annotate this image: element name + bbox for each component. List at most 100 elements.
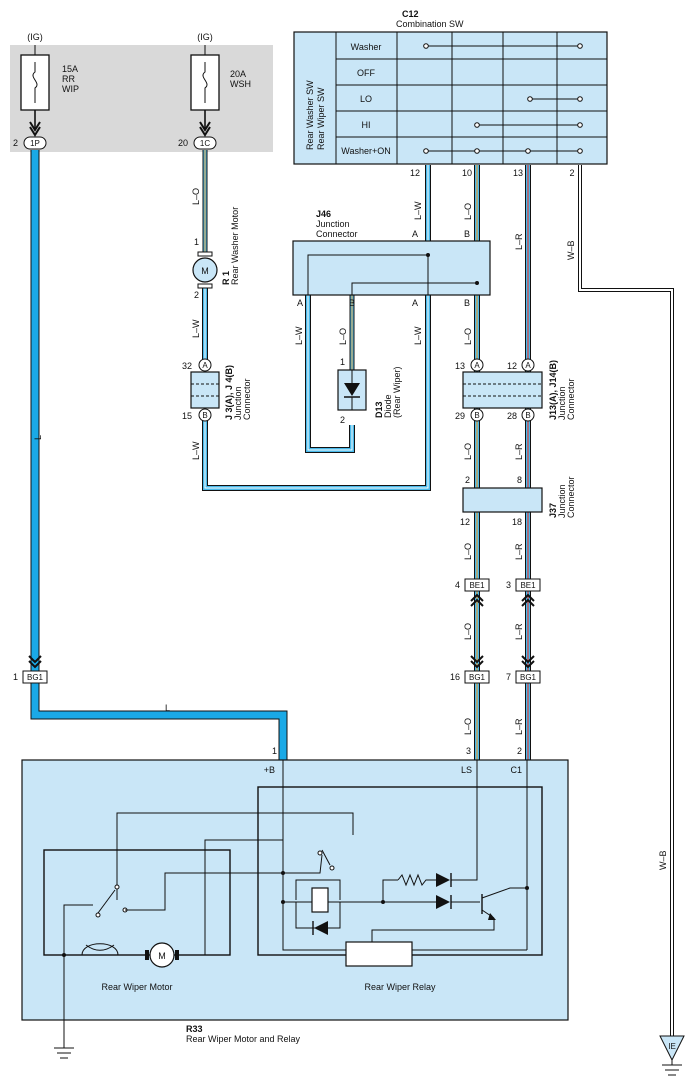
j3-code: J 3(A), J 4(B) (224, 365, 234, 420)
d13-code: D13 (374, 401, 384, 418)
j3-pin-b-label: B (202, 411, 207, 420)
j3-pin-a-label: A (202, 361, 208, 370)
j13-pin-b-left (470, 408, 484, 422)
j46-name2: Connector (316, 229, 358, 239)
wire-label-lo-j46-b2: L–O (463, 328, 473, 345)
wire-label-wb-bottom: W–B (658, 850, 668, 870)
j13-pin-b2: 28 (507, 411, 517, 421)
ig-label-1: (IG) (27, 32, 43, 42)
j3-pin-b-num: 15 (182, 411, 192, 421)
wire-label-lo-be1: L–O (463, 623, 473, 640)
wire-label-lo-top: L–O (463, 203, 473, 220)
be1-bg1-plugs (28, 593, 535, 669)
wire-label-lo-j46-b: L–O (338, 328, 348, 345)
r1-code: R 1 (221, 271, 231, 285)
bg1-connector-left (22, 670, 48, 684)
j37-pin-t2: 8 (517, 475, 522, 485)
wire-label-lw-j46-a: L–W (294, 326, 304, 345)
fuse1-connector (23, 136, 47, 150)
ground-ie-label: IE (668, 1042, 676, 1051)
c12-row-lo: LO (360, 94, 372, 104)
c12-pin-13: 13 (513, 168, 523, 178)
wire-label-l-left: L (33, 435, 43, 440)
fuse1-rating: 15A (62, 64, 78, 74)
wire-label-wb-top: W–B (566, 240, 576, 260)
j3-name2: Connector (242, 378, 252, 420)
bg1-left-code: BG1 (27, 673, 44, 682)
j13-code: J13(A), J14(B) (548, 360, 558, 420)
c12-row-off: OFF (357, 68, 375, 78)
d13-name2: (Rear Wiper) (392, 366, 402, 418)
j46-connector (292, 240, 491, 296)
fuse1-line3: WIP (62, 84, 79, 94)
wire-label-lo-bg1: L–O (463, 718, 473, 735)
r1-m-symbol: M (201, 266, 209, 276)
r33-terminal-b: +B (264, 765, 275, 775)
wire-label-lo-j13: L–O (463, 443, 473, 460)
wire-label-lr-be1: L–R (514, 623, 524, 640)
fuse1-pin: 2 (13, 138, 18, 148)
j13-a-right-label: A (525, 361, 531, 370)
d13-pin1: 1 (340, 357, 345, 367)
ig-label-2: (IG) (197, 32, 213, 42)
r33-pin2: 2 (517, 746, 522, 756)
r1-name: Rear Washer Motor (230, 207, 240, 285)
d13-name1: Diode (383, 394, 393, 418)
j37-pin-t1: 2 (465, 475, 470, 485)
j37-name1: Junction (557, 484, 567, 518)
j13-pin-a-left (470, 358, 484, 372)
bg1-pin7: 7 (506, 672, 511, 682)
r33-terminal-c1: C1 (510, 765, 522, 775)
r1-pin1: 1 (194, 237, 199, 247)
be1-right-code: BE1 (520, 581, 536, 590)
fuse2-rating: 20A (230, 69, 246, 79)
ground-symbol-ie (659, 1035, 685, 1076)
wire-label-lr-j13: L–R (514, 443, 524, 460)
be1-connector-right (515, 578, 541, 592)
wire-label-lo-washer: L–O (191, 188, 201, 205)
c12-pin-12: 12 (410, 168, 420, 178)
r33-motor-label: Rear Wiper Motor (101, 982, 172, 992)
j37-name2: Connector (566, 476, 576, 518)
c12-side-washer: Rear Washer SW (305, 80, 315, 150)
j13-a-left-label: A (474, 361, 480, 370)
r33-relay-label: Rear Wiper Relay (364, 982, 436, 992)
bg1-pin16: 16 (450, 672, 460, 682)
fuse1-line2: RR (62, 74, 75, 84)
c12-side-wiper: Rear Wiper SW (316, 87, 326, 150)
ground-symbol-left (54, 1047, 74, 1059)
c12-switch-table (293, 31, 608, 165)
r1-washer-motor (192, 251, 218, 289)
j13-pin-b1: 29 (455, 411, 465, 421)
j46-pin-a-top: A (412, 229, 418, 239)
bg1-pin1: 1 (13, 672, 18, 682)
j13-b-right-label: B (525, 411, 530, 420)
j13-name1: Junction (557, 386, 567, 420)
r1-pin2: 2 (194, 290, 199, 300)
fuse2-connector (193, 136, 217, 150)
fuse-block-area (10, 45, 273, 152)
r33-pin3: 3 (466, 746, 471, 756)
wire-wb-ground (578, 165, 674, 1040)
j46-name1: Junction (316, 219, 350, 229)
j13-pin-a2: 12 (507, 361, 517, 371)
c12-row-washer: Washer (351, 42, 382, 52)
wire-lw-washer-return (202, 165, 431, 491)
wire-label-lo-j37: L–O (463, 543, 473, 560)
be1-pin3: 3 (506, 580, 511, 590)
c12-row-hi: HI (362, 120, 371, 130)
fuse-15a-rr-wip (20, 45, 50, 137)
wire-label-l-bottom: L (165, 703, 170, 713)
j3-j4-connector (190, 371, 220, 409)
wire-label-lr-bg1: L–R (514, 718, 524, 735)
wire-label-lw-j46-a2: L–W (413, 326, 423, 345)
j3-pin-b (198, 408, 212, 422)
bg1-connector-mid (464, 670, 490, 684)
fuse-20a-wsh (190, 45, 220, 137)
j13-pin-b-right (521, 408, 535, 422)
r33-body (21, 759, 569, 1048)
j37-pin-b2: 18 (512, 517, 522, 527)
j37-pin-b1: 12 (460, 517, 470, 527)
be1-pin4: 4 (455, 580, 460, 590)
